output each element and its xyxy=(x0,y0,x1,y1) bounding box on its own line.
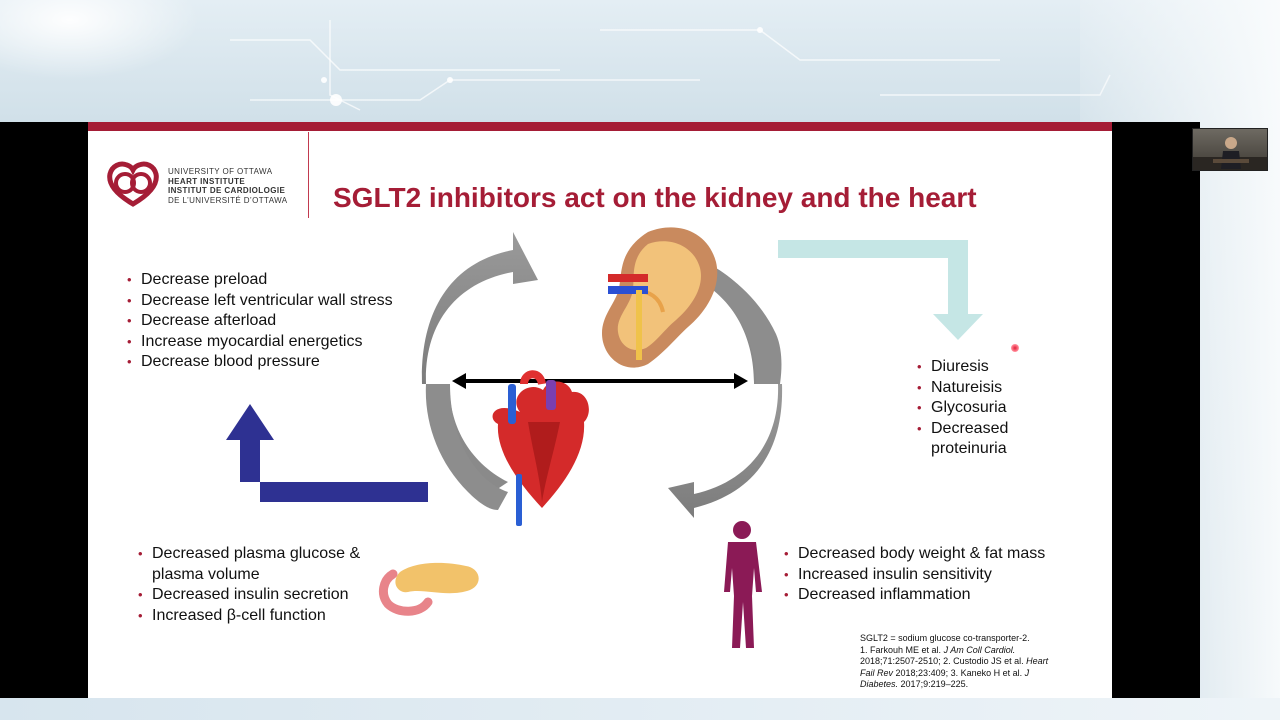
reference-1-journal: J Am Coll Cardiol. xyxy=(943,644,1016,655)
gray-arc-upper-right xyxy=(674,252,782,384)
heart-institute-logo-icon xyxy=(107,161,159,207)
body-effects-list: Decreased body weight & fat mass Increas… xyxy=(782,544,1045,606)
speaker-figure-icon xyxy=(1193,137,1267,170)
blue-arrow xyxy=(226,404,428,502)
logo-line-1: UNIVERSITY OF OTTAWA xyxy=(168,167,273,176)
reference-2-journal: Heart Fail Rev xyxy=(860,656,1049,678)
pancreas-icon xyxy=(378,562,479,616)
kidney-icon xyxy=(601,227,718,368)
list-item: Increase myocardial energetics xyxy=(125,332,393,353)
list-item: Decreased xyxy=(915,419,1008,440)
speaker-video-thumbnail[interactable] xyxy=(1192,128,1268,171)
header-divider xyxy=(308,132,309,218)
pancreas-effects-list: Decreased plasma glucose & plasma volume… xyxy=(136,544,360,626)
presentation-slide: UNIVERSITY OF OTTAWA HEART INSTITUTE INS… xyxy=(88,122,1112,698)
reference-3-authors: 2018;23:409; 3. Kaneko H et al. xyxy=(895,667,1023,678)
reference-abbrev: SGLT2 = sodium glucose co-transporter-2. xyxy=(860,633,1030,643)
logo-line-4: DE L’UNIVERSITÉ D’OTTAWA xyxy=(168,195,288,205)
gray-arc-lower-left xyxy=(425,384,508,510)
slide-top-bar xyxy=(88,122,1112,131)
list-item: Diuresis xyxy=(915,357,1008,378)
list-item: Glycosuria xyxy=(915,398,1008,419)
letterbox-right xyxy=(1112,122,1200,698)
reference-3-journal: J Diabetes. xyxy=(860,667,1030,690)
background-bottom-strip xyxy=(0,698,1280,720)
institute-logo-text: UNIVERSITY OF OTTAWA HEART INSTITUTE INS… xyxy=(168,167,288,205)
list-item: Decreased insulin secretion xyxy=(136,585,360,606)
list-item: Decrease left ventricular wall stress xyxy=(125,291,393,312)
letterbox-left xyxy=(0,122,88,698)
double-headed-arrow xyxy=(452,373,748,389)
list-item: Decreased body weight & fat mass xyxy=(782,544,1045,565)
mechanism-diagram xyxy=(226,227,983,648)
list-item: Decreased plasma glucose & xyxy=(136,544,360,565)
list-item: Decrease afterload xyxy=(125,311,393,332)
heart-icon xyxy=(492,370,589,526)
laser-pointer-dot xyxy=(1011,344,1019,352)
logo-line-3: INSTITUT DE CARDIOLOGIE xyxy=(168,186,286,195)
kidney-effects-list: Diuresis Natureisis Glycosuria Decreased… xyxy=(915,357,1008,460)
teal-arrow xyxy=(778,240,983,340)
list-item-continuation: plasma volume xyxy=(152,565,260,583)
reference-3-details: 2017;9:219–225. xyxy=(900,679,969,689)
reference-1-authors: 1. Farkouh ME et al. xyxy=(860,644,942,655)
list-item: Increased β-cell function xyxy=(136,606,360,627)
background-network-graphic xyxy=(230,20,1111,111)
list-item: Decreased inflammation xyxy=(782,585,1045,606)
list-item: Decrease preload xyxy=(125,270,393,291)
heart-effects-list: Decrease preload Decrease left ventricul… xyxy=(125,270,393,373)
slide-title: SGLT2 inhibitors act on the kidney and t… xyxy=(333,182,977,213)
list-item-continuation: proteinuria xyxy=(931,440,1007,457)
list-item: Increased insulin sensitivity xyxy=(782,565,1045,586)
list-item: Natureisis xyxy=(915,378,1008,399)
reference-2-authors: 2018;71:2507-2510; 2. Custodio JS et al. xyxy=(860,656,1024,666)
references: SGLT2 = sodium glucose co-transporter-2.… xyxy=(860,633,1050,691)
logo-line-2: HEART INSTITUTE xyxy=(168,176,246,186)
list-item: Decrease blood pressure xyxy=(125,352,393,373)
human-body-icon xyxy=(724,521,762,648)
